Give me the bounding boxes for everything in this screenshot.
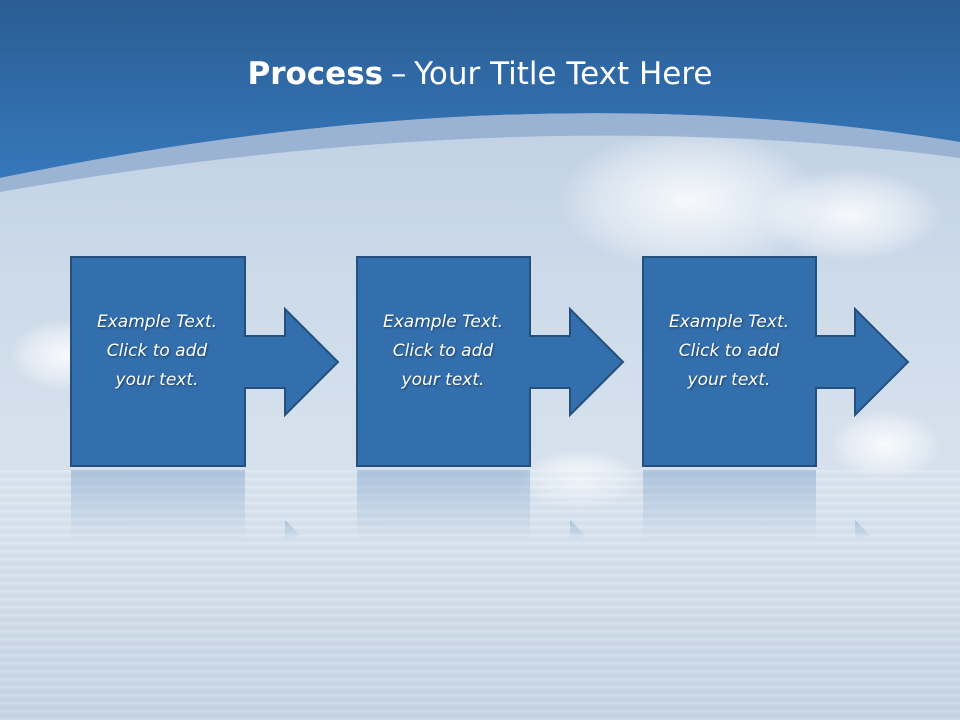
step-arrow-shape bbox=[356, 256, 625, 467]
header-band bbox=[0, 0, 960, 192]
step-arrow-shape bbox=[642, 256, 910, 467]
step-text-line: your text. bbox=[687, 370, 771, 390]
process-step-2[interactable]: Example Text. Click to add your text. bbox=[356, 256, 626, 468]
page-title[interactable]: Process–Your Title Text Here bbox=[0, 52, 960, 96]
step-arrow-shape bbox=[70, 256, 340, 467]
step-reflection bbox=[643, 470, 870, 540]
step-text[interactable]: Example Text. Click to add your text. bbox=[74, 308, 240, 395]
title-bold-part: Process bbox=[247, 56, 384, 92]
step-reflection bbox=[357, 470, 585, 540]
step-text-line: Example Text. bbox=[668, 312, 790, 332]
step-text-line: your text. bbox=[115, 370, 199, 390]
step-text[interactable]: Example Text. Click to add your text. bbox=[646, 308, 812, 395]
step-text-line: Example Text. bbox=[96, 312, 218, 332]
step-text[interactable]: Example Text. Click to add your text. bbox=[360, 308, 526, 395]
title-rest: Your Title Text Here bbox=[414, 56, 713, 92]
step-reflection bbox=[71, 470, 300, 540]
cloud-decoration bbox=[830, 410, 940, 480]
step-text-line: Click to add bbox=[392, 341, 494, 361]
step-text-line: Click to add bbox=[678, 341, 780, 361]
step-text-line: Click to add bbox=[106, 341, 208, 361]
title-separator: – bbox=[390, 56, 407, 92]
cloud-decoration bbox=[760, 170, 940, 260]
process-step-1[interactable]: Example Text. Click to add your text. bbox=[70, 256, 340, 468]
step-text-line: your text. bbox=[401, 370, 485, 390]
step-text-line: Example Text. bbox=[382, 312, 504, 332]
process-step-3[interactable]: Example Text. Click to add your text. bbox=[642, 256, 912, 468]
